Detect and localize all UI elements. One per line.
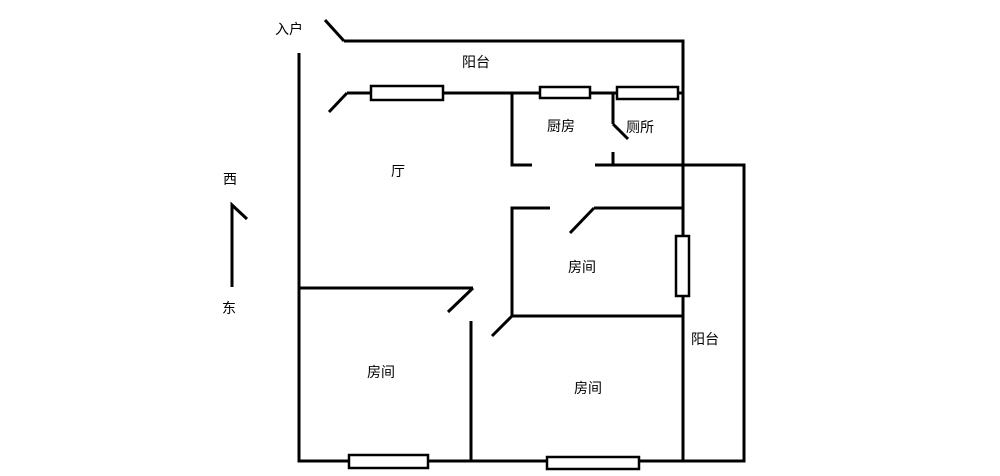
label-room-lower-left: 房间 xyxy=(367,365,395,381)
outer-wall-left xyxy=(297,53,746,463)
compass-east: 东 xyxy=(222,301,236,317)
compass: 西 东 xyxy=(222,172,249,317)
label-room-lower-right: 房间 xyxy=(574,381,602,397)
outer-wall-top xyxy=(344,39,685,461)
toilet-door xyxy=(611,122,630,141)
upper-room-walls xyxy=(510,206,683,318)
room-labels: 入户 阳台 厨房 厕所 厅 房间 房间 房间 阳台 xyxy=(275,21,719,397)
label-balcony-east: 阳台 xyxy=(691,332,719,348)
window-lower-right xyxy=(545,455,641,471)
lower-left-room-wall xyxy=(299,286,473,461)
compass-arrow-icon xyxy=(230,201,249,287)
lower-right-room-door xyxy=(490,314,514,338)
label-kitchen: 厨房 xyxy=(547,119,575,135)
lower-left-room-door xyxy=(446,286,475,314)
label-room-upper-right: 房间 xyxy=(568,260,596,276)
label-entrance: 入户 xyxy=(275,21,303,38)
window-lower-left xyxy=(347,453,430,470)
label-balcony-north: 阳台 xyxy=(462,55,490,71)
walls xyxy=(297,18,746,463)
window-toilet xyxy=(615,85,680,101)
entrance-door xyxy=(323,18,346,43)
compass-west: 西 xyxy=(223,172,237,188)
window-living xyxy=(369,84,445,102)
upper-room-door xyxy=(568,206,596,235)
window-upper-room xyxy=(674,234,691,298)
label-toilet: 厕所 xyxy=(626,120,654,136)
window-kitchen xyxy=(538,85,592,100)
living-door xyxy=(327,91,349,114)
kitchen-wall xyxy=(510,93,532,167)
kitchen-toilet-bottom-wall xyxy=(595,152,683,167)
label-living-room: 厅 xyxy=(391,164,405,180)
windows xyxy=(347,84,691,471)
